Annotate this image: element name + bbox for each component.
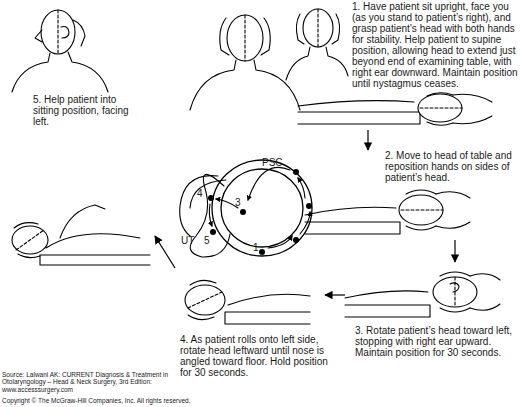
otoconia-dot [240,209,246,215]
supine-patient-figure [433,277,477,307]
supine-patient-figure [420,107,462,108]
seated-patient-figure [261,18,270,55]
seated-patient-figure [61,27,69,38]
supine-patient-figure [188,292,222,308]
supine-patient-figure [305,222,400,234]
labyrinth-diagram [190,174,230,257]
callout-number: 5 [204,235,216,247]
side-lying-patient-figure [40,255,150,265]
step-panel: 1. Have patient sit upright, face you (a… [290,0,520,130]
seated-patient-figure [35,30,42,42]
seated-patient-figure [57,10,58,54]
labyrinth-diagram [221,169,303,247]
supine-patient-figure [185,285,225,315]
step-instruction: 4. As patient rolls onto left side, rota… [180,334,328,378]
side-lying-patient-figure [12,205,150,265]
supine-patient-figure [470,274,500,311]
step-instruction: 2. Move to head of table and reposition … [385,150,515,183]
seated-patient-figure [220,18,229,55]
labyrinth-diagram [212,160,312,256]
supine-patient-figure [298,112,420,124]
side-lying-patient-figure [14,223,40,258]
seated-patient-figure [190,15,300,110]
step-panel: 3. Rotate patient’s head toward left, st… [345,262,520,380]
seated-patient-figure [73,20,85,46]
particle-path-arrow [248,167,290,200]
head-figure [303,9,333,47]
supine-patient-figure [228,294,310,305]
copyright-notice: Copyright © The McGraw-Hill Companies, I… [2,397,262,404]
supine-patient-figure [453,94,492,123]
step-panel: 5. Help patient into sitting position, f… [5,92,155,270]
side-lying-patient-figure [46,234,140,248]
particle-path-arrow [300,212,310,234]
step-panel: 2. Move to head of table and reposition … [290,150,520,240]
step-arrow [454,240,455,262]
head-figure [317,9,318,47]
particle-path-arrow [209,204,212,226]
canal-label: PSC [262,157,302,169]
supine-patient-figure [298,93,492,126]
step-arrow [155,236,175,268]
supine-patient-figure [345,305,430,317]
supine-patient-figure [305,207,396,215]
supine-patient-figure [401,209,443,210]
otoconia-dot [259,249,265,255]
particle-path-arrow [298,178,305,198]
otoconia-dot [306,203,312,209]
labyrinth-diagram [190,180,226,208]
seated-patient-figure [12,10,108,92]
step-panel: 4. As patient rolls onto left side, rota… [175,262,325,402]
supine-patient-figure [345,291,428,298]
step-arrow [325,294,345,295]
supine-patient-figure [225,312,310,324]
seated-patient-figure [244,15,245,61]
supine-patient-figure [305,190,470,234]
supine-patient-figure [450,283,459,292]
callout-number: 4 [197,188,209,200]
otoconia-dot [293,169,299,175]
particle-path-arrow [268,236,292,248]
step-instruction: 1. Have patient sit upright, face you (a… [352,1,518,89]
supine-patient-figure [185,280,310,324]
supine-patient-figure [298,101,414,106]
side-lying-patient-figure [12,226,48,254]
supine-patient-figure [427,93,453,126]
supine-patient-figure [345,272,500,317]
supine-patient-figure [399,195,443,225]
seated-patient-figure [41,10,75,54]
supine-patient-figure [436,192,470,229]
canal-label: UT [181,235,203,247]
callout-number: 3 [235,197,247,209]
otoconia-dot [293,237,299,243]
labyrinth-diagram [180,160,312,257]
callout-number: 1 [253,242,265,254]
supine-patient-figure [418,94,462,122]
step-instruction: 5. Help patient into sitting position, f… [33,94,133,127]
seated-patient-figure [12,52,108,92]
otoconia-dot [210,229,216,235]
particle-path-arrow [216,199,238,208]
otoconia-dot [208,195,214,201]
seated-patient-figure [190,60,300,110]
head-figure [286,9,348,80]
supine-patient-figure [406,190,436,230]
otoconia-dot [208,169,312,255]
particle-path-arrow [209,167,310,248]
head-figure [296,14,339,44]
source-credit: Source: Lalwani AK: CURRENT Diagnosis & … [2,371,182,393]
labyrinth-diagram [180,176,218,236]
side-lying-patient-figure [60,205,105,238]
head-figure [286,47,348,80]
step-instruction: 3. Rotate patient’s head toward left, st… [355,325,515,358]
seated-patient-figure [227,15,263,61]
supine-patient-figure [188,280,216,319]
supine-patient-figure [440,272,470,312]
step-arrow [367,130,368,150]
side-lying-patient-figure [16,230,44,250]
